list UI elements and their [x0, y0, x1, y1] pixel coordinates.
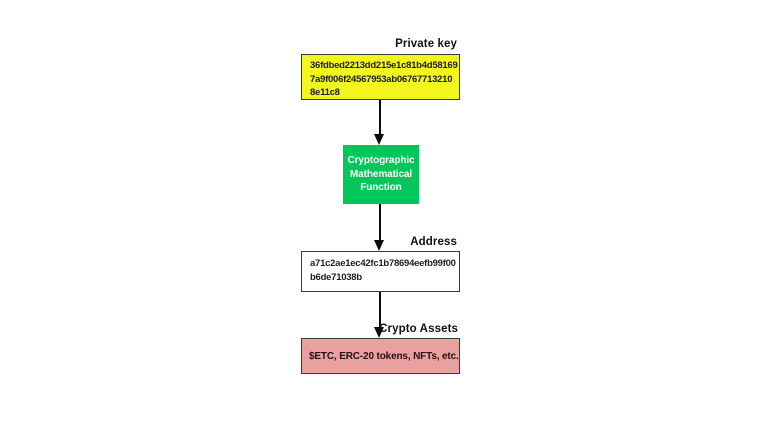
private-key-line-2: 7a9f006f24567953ab06767713210	[310, 73, 453, 85]
arrowhead-down-icon	[374, 240, 385, 251]
address-line-1: a71c2ae1ec42fc1b78694eefb99f00	[310, 258, 456, 269]
arrow-shaft	[379, 100, 381, 135]
arrow-address-to-assets	[374, 292, 386, 338]
arrowhead-down-icon	[374, 134, 385, 145]
private-key-box: 36fdbed2213dd215e1c81b4d58169 7a9f006f24…	[301, 54, 460, 100]
arrow-private-key-to-function	[374, 100, 386, 145]
crypto-assets-text: $ETC, ERC-20 tokens, NFTs, etc.	[309, 350, 459, 362]
address-line-2: b6de71038b	[310, 271, 362, 283]
arrow-shaft	[379, 204, 381, 241]
address-box: a71c2ae1ec42fc1b78694eefb99f00 b6de71038…	[301, 251, 460, 292]
cryptographic-function-box: Cryptographic Mathematical Function	[343, 145, 419, 204]
private-key-line-1: 36fdbed2213dd215e1c81b4d58169	[310, 60, 458, 71]
crypto-assets-box: $ETC, ERC-20 tokens, NFTs, etc.	[301, 338, 460, 374]
cryptographic-function-label: Cryptographic Mathematical Function	[347, 155, 415, 194]
private-key-line-3: 8e11c8	[310, 87, 340, 98]
private-key-label: Private key	[395, 38, 457, 50]
arrow-function-to-address	[374, 204, 386, 251]
arrow-shaft	[379, 292, 381, 328]
address-label: Address	[410, 236, 457, 248]
arrowhead-down-icon	[374, 327, 385, 338]
crypto-assets-label: Crypto Assets	[379, 323, 458, 335]
